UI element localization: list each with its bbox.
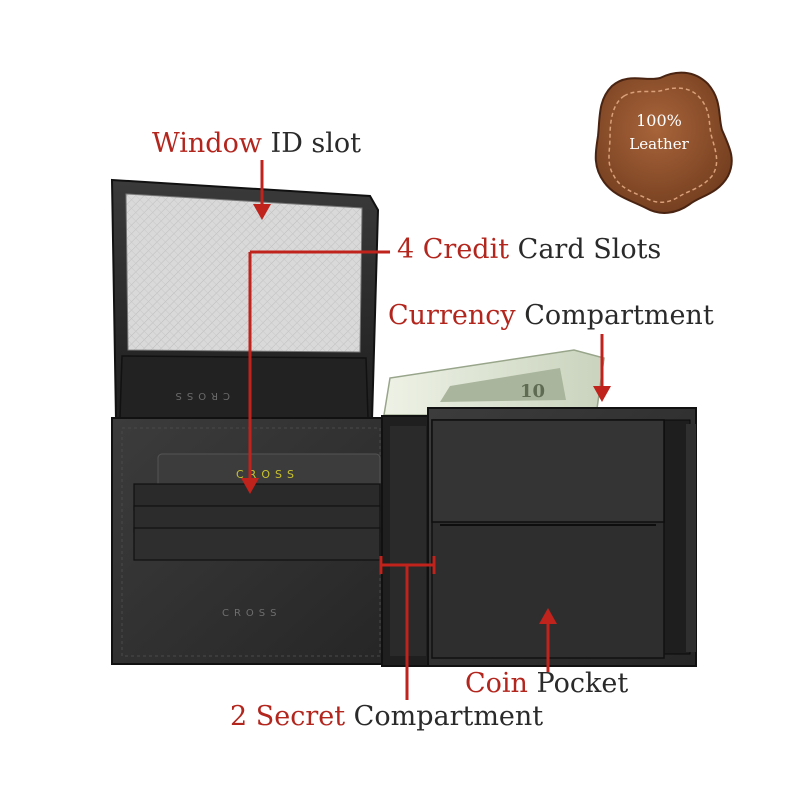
callout-window-id: Window ID slot	[152, 130, 361, 157]
svg-text:10: 10	[520, 381, 545, 402]
callout-currency-rest: Compartment	[515, 300, 714, 331]
annotation-arrows	[241, 160, 611, 700]
callout-credit-cards-highlight: 4 Credit	[397, 234, 510, 265]
leather-hide-icon	[594, 71, 733, 214]
callout-credit-cards-rest: Card Slots	[509, 234, 662, 265]
callout-coin-rest: Pocket	[527, 668, 629, 699]
callout-window-id-rest: ID slot	[261, 128, 362, 159]
callout-credit-cards: 4 Credit Card Slots	[397, 236, 661, 263]
secret-compartment	[381, 415, 433, 667]
wallet: CROSS 10 CROSS CROSS	[110, 178, 697, 667]
callout-currency: Currency Compartment	[388, 302, 714, 329]
callout-secret-rest: Compartment	[345, 701, 544, 732]
brand-mark-flap: CROSS	[171, 390, 231, 401]
callout-secret-highlight: 2 Secret	[230, 701, 346, 732]
arrow-down-icon	[593, 386, 611, 402]
callout-coin-highlight: Coin	[465, 668, 528, 699]
arrow-up-icon	[539, 608, 557, 624]
arrow-down-icon	[253, 204, 271, 220]
callout-window-id-highlight: Window	[152, 128, 262, 159]
brand-mark-panel: CROSS	[222, 608, 282, 619]
card-slot-panel: CROSS CROSS	[111, 417, 385, 665]
callout-currency-highlight: Currency	[388, 300, 516, 331]
callout-secret: 2 Secret Compartment	[230, 703, 543, 730]
currency-bill: 10	[383, 349, 605, 417]
callout-coin: Coin Pocket	[465, 670, 628, 697]
leather-badge: 100% Leather	[594, 71, 733, 214]
id-window-flap: CROSS	[110, 178, 380, 421]
badge-line-1: 100%	[636, 111, 682, 130]
arrow-down-icon	[241, 478, 259, 494]
badge-line-2: Leather	[629, 135, 689, 153]
